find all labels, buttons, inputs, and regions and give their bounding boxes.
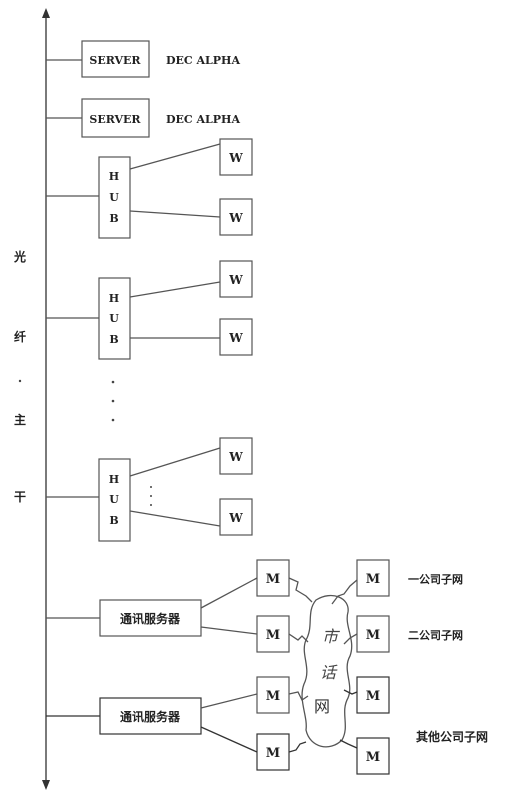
hub-char: B xyxy=(109,212,118,225)
backbone-top-arrow xyxy=(42,8,50,18)
hub-char: U xyxy=(109,493,119,506)
remote-modem-box xyxy=(356,676,390,714)
remote-subnet-label: 其他公司子网 xyxy=(416,729,488,744)
server-2: SERVER DEC ALPHA xyxy=(46,98,240,138)
modem-label: M xyxy=(266,628,280,643)
cloud-char: 话 xyxy=(320,663,338,682)
modem-box xyxy=(256,559,290,597)
hub-1: H U B W W xyxy=(46,138,253,239)
server-model-label: DEC ALPHA xyxy=(166,54,240,67)
remote-subnet-label: 一公司子网 xyxy=(408,573,463,586)
comm-server-box xyxy=(99,599,202,637)
server-box-label: SERVER xyxy=(89,113,141,126)
workstation-label: W xyxy=(228,331,243,345)
workstation-label: W xyxy=(228,450,243,464)
workstation-box xyxy=(219,138,253,176)
comm-server-1: 通讯服务器 M M xyxy=(46,559,290,653)
hub-box xyxy=(98,156,131,239)
phone-network-cloud: 市 话 网 xyxy=(301,595,353,748)
workstation-label: W xyxy=(228,211,243,225)
hub-3: H U B W W xyxy=(46,437,253,542)
fiber-backbone xyxy=(42,8,50,790)
hub-char: U xyxy=(109,312,119,325)
remote-modem-box xyxy=(356,737,390,775)
comm-server-box xyxy=(99,697,202,735)
backbone-char: 主 xyxy=(14,412,26,427)
backbone-label: 光 纤 主 干 xyxy=(13,249,26,504)
modem-label: M xyxy=(266,746,280,761)
workstation-box xyxy=(219,437,253,475)
modem-label: M xyxy=(266,572,280,587)
workstation-label: W xyxy=(228,273,243,287)
hub-workstation-link xyxy=(129,510,221,527)
remote-subnet-1: M 一公司子网 xyxy=(356,559,463,597)
hub-char: H xyxy=(109,473,119,486)
cloud-remote-links xyxy=(331,579,358,749)
comm-modem-link xyxy=(200,693,258,709)
remote-modem-box xyxy=(356,559,390,597)
hub-char: B xyxy=(109,514,118,527)
comm-server-2: 通讯服务器 M M xyxy=(46,676,290,771)
comm-modem-link xyxy=(200,577,258,609)
hub-char: H xyxy=(109,292,119,305)
hub-workstation-link xyxy=(129,281,221,298)
workstation-box xyxy=(219,198,253,236)
remote-modem-label: M xyxy=(366,572,380,587)
remote-modem-label: M xyxy=(366,750,380,765)
server-box xyxy=(81,40,150,78)
hub-box xyxy=(98,458,131,542)
dot-mark xyxy=(18,379,22,383)
hub-workstation-link xyxy=(129,210,221,218)
remote-modem-box xyxy=(356,615,390,653)
cloud-outline xyxy=(301,595,353,748)
comm-modem-link xyxy=(200,726,258,753)
hub-char: H xyxy=(109,170,119,183)
remote-subnet-3: M 其他公司子网 xyxy=(356,676,488,744)
workstation-box xyxy=(219,498,253,536)
hub-char: B xyxy=(109,333,118,346)
hub-2: H U B W W xyxy=(46,260,253,360)
modem-cloud-links xyxy=(288,577,313,753)
comm-server-label: 通讯服务器 xyxy=(120,709,181,724)
cloud-char: 市 xyxy=(322,627,340,646)
modem-box xyxy=(256,676,290,714)
cloud-char: 网 xyxy=(314,697,330,716)
modem-label: M xyxy=(266,689,280,704)
comm-modem-link xyxy=(200,626,258,635)
remote-subnet-4: M xyxy=(356,737,390,775)
server-box xyxy=(81,98,150,138)
hub-workstation-link xyxy=(129,447,221,477)
backbone-bottom-arrow xyxy=(42,780,50,790)
workstation-box xyxy=(219,318,253,356)
backbone-char: 干 xyxy=(14,490,26,504)
remote-subnet-label: 二公司子网 xyxy=(408,629,463,642)
server-model-label: DEC ALPHA xyxy=(166,113,240,126)
comm-server-label: 通讯服务器 xyxy=(120,611,181,626)
hub-workstation-link xyxy=(129,143,221,170)
backbone-char: 光 xyxy=(13,249,26,264)
workstation-label: W xyxy=(228,151,243,165)
workstation-label: W xyxy=(228,511,243,525)
remote-subnet-2: M 二公司子网 xyxy=(356,615,463,653)
server-box-label: SERVER xyxy=(89,54,141,67)
backbone-char: 纤 xyxy=(14,329,26,344)
continuation-dots xyxy=(111,380,115,422)
remote-modem-label: M xyxy=(366,689,380,704)
workstation-box xyxy=(219,260,253,298)
hub-char: U xyxy=(109,191,119,204)
remote-modem-label: M xyxy=(366,628,380,643)
server-1: SERVER DEC ALPHA xyxy=(46,40,240,78)
hub-box xyxy=(98,277,131,360)
modem-box xyxy=(256,733,290,771)
